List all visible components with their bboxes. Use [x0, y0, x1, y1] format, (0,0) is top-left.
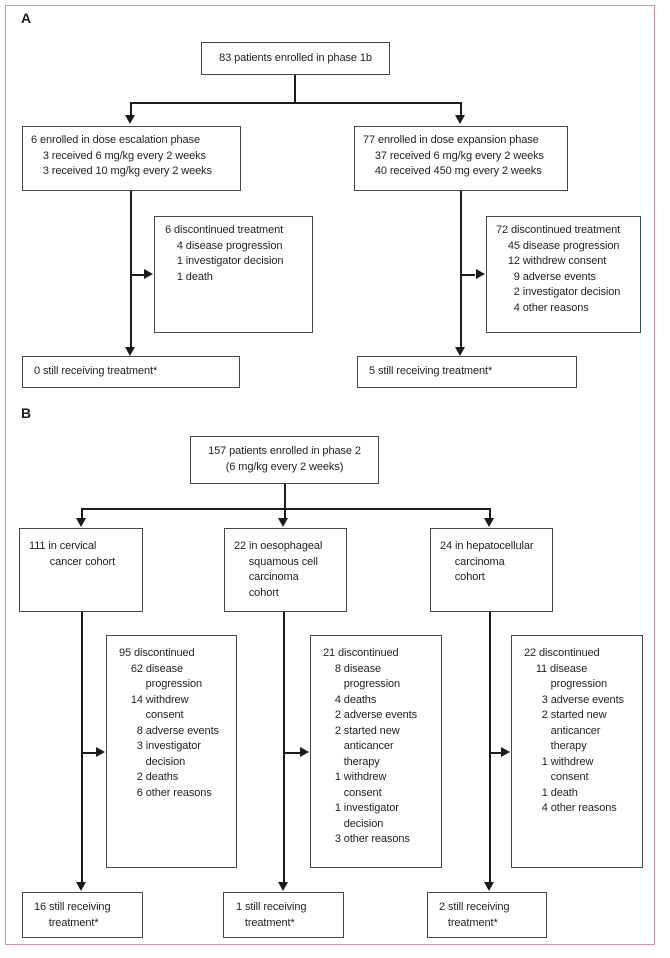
- connector-line: [82, 752, 98, 754]
- escalation-discontinued-box: 6 discontinued treatment 4 disease progr…: [154, 216, 313, 333]
- arrowhead-right-icon: [501, 747, 510, 757]
- hepatocellular-still-receiving-box: 2 still receiving treatment*: [427, 892, 547, 938]
- connector-line: [284, 752, 302, 754]
- arrowhead-down-icon: [76, 882, 86, 891]
- phase1b-enrolled-box: 83 patients enrolled in phase 1b: [201, 42, 390, 75]
- cervical-still-receiving-box: 16 still receiving treatment*: [22, 892, 143, 938]
- arrowhead-down-icon: [76, 518, 86, 527]
- panel-a-label: A: [21, 10, 32, 26]
- arrowhead-right-icon: [300, 747, 309, 757]
- connector-line: [284, 484, 286, 519]
- connector-line: [490, 752, 503, 754]
- arrowhead-down-icon: [484, 518, 494, 527]
- arrowhead-right-icon: [96, 747, 105, 757]
- connector-line: [294, 75, 296, 103]
- cervical-cohort-box: 111 in cervical cancer cohort: [19, 528, 143, 612]
- arrowhead-down-icon: [455, 115, 465, 124]
- connector-line: [489, 612, 491, 883]
- connector-line: [489, 508, 491, 519]
- panel-b-label: B: [21, 405, 32, 421]
- connector-line: [130, 102, 132, 116]
- arrowhead-down-icon: [125, 115, 135, 124]
- hepatocellular-cohort-box: 24 in hepatocellular carcinoma cohort: [430, 528, 553, 612]
- arrowhead-right-icon: [144, 269, 153, 279]
- arrowhead-down-icon: [125, 347, 135, 356]
- arrowhead-down-icon: [278, 518, 288, 527]
- connector-line: [131, 102, 461, 104]
- connector-line: [130, 191, 132, 348]
- dose-expansion-box: 77 enrolled in dose expansion phase 37 r…: [354, 126, 568, 191]
- escalation-still-receiving-box: 0 still receiving treatment*: [22, 356, 240, 388]
- connector-line: [131, 274, 145, 276]
- oesophageal-still-receiving-box: 1 still receiving treatment*: [223, 892, 344, 938]
- connector-line: [81, 508, 83, 519]
- arrowhead-down-icon: [278, 882, 288, 891]
- cervical-discontinued-box: 95 discontinued 62 disease progression 1…: [106, 635, 237, 868]
- connector-line: [460, 191, 462, 348]
- connector-line: [81, 612, 83, 883]
- dose-escalation-box: 6 enrolled in dose escalation phase 3 re…: [22, 126, 241, 191]
- arrowhead-down-icon: [484, 882, 494, 891]
- phase2-enrolled-box: 157 patients enrolled in phase 2 (6 mg/k…: [190, 436, 379, 484]
- figure-frame: [5, 5, 655, 945]
- expansion-still-receiving-box: 5 still receiving treatment*: [357, 356, 577, 388]
- connector-line: [283, 612, 285, 883]
- hepatocellular-discontinued-box: 22 discontinued 11 disease progression 3…: [511, 635, 643, 868]
- oesophageal-cohort-box: 22 in oesophageal squamous cell carcinom…: [224, 528, 347, 612]
- arrowhead-right-icon: [476, 269, 485, 279]
- connector-line: [82, 508, 490, 510]
- oesophageal-discontinued-box: 21 discontinued 8 disease progression 4 …: [310, 635, 442, 868]
- arrowhead-down-icon: [455, 347, 465, 356]
- connector-line: [460, 102, 462, 116]
- connector-line: [461, 274, 475, 276]
- expansion-discontinued-box: 72 discontinued treatment 45 disease pro…: [486, 216, 641, 333]
